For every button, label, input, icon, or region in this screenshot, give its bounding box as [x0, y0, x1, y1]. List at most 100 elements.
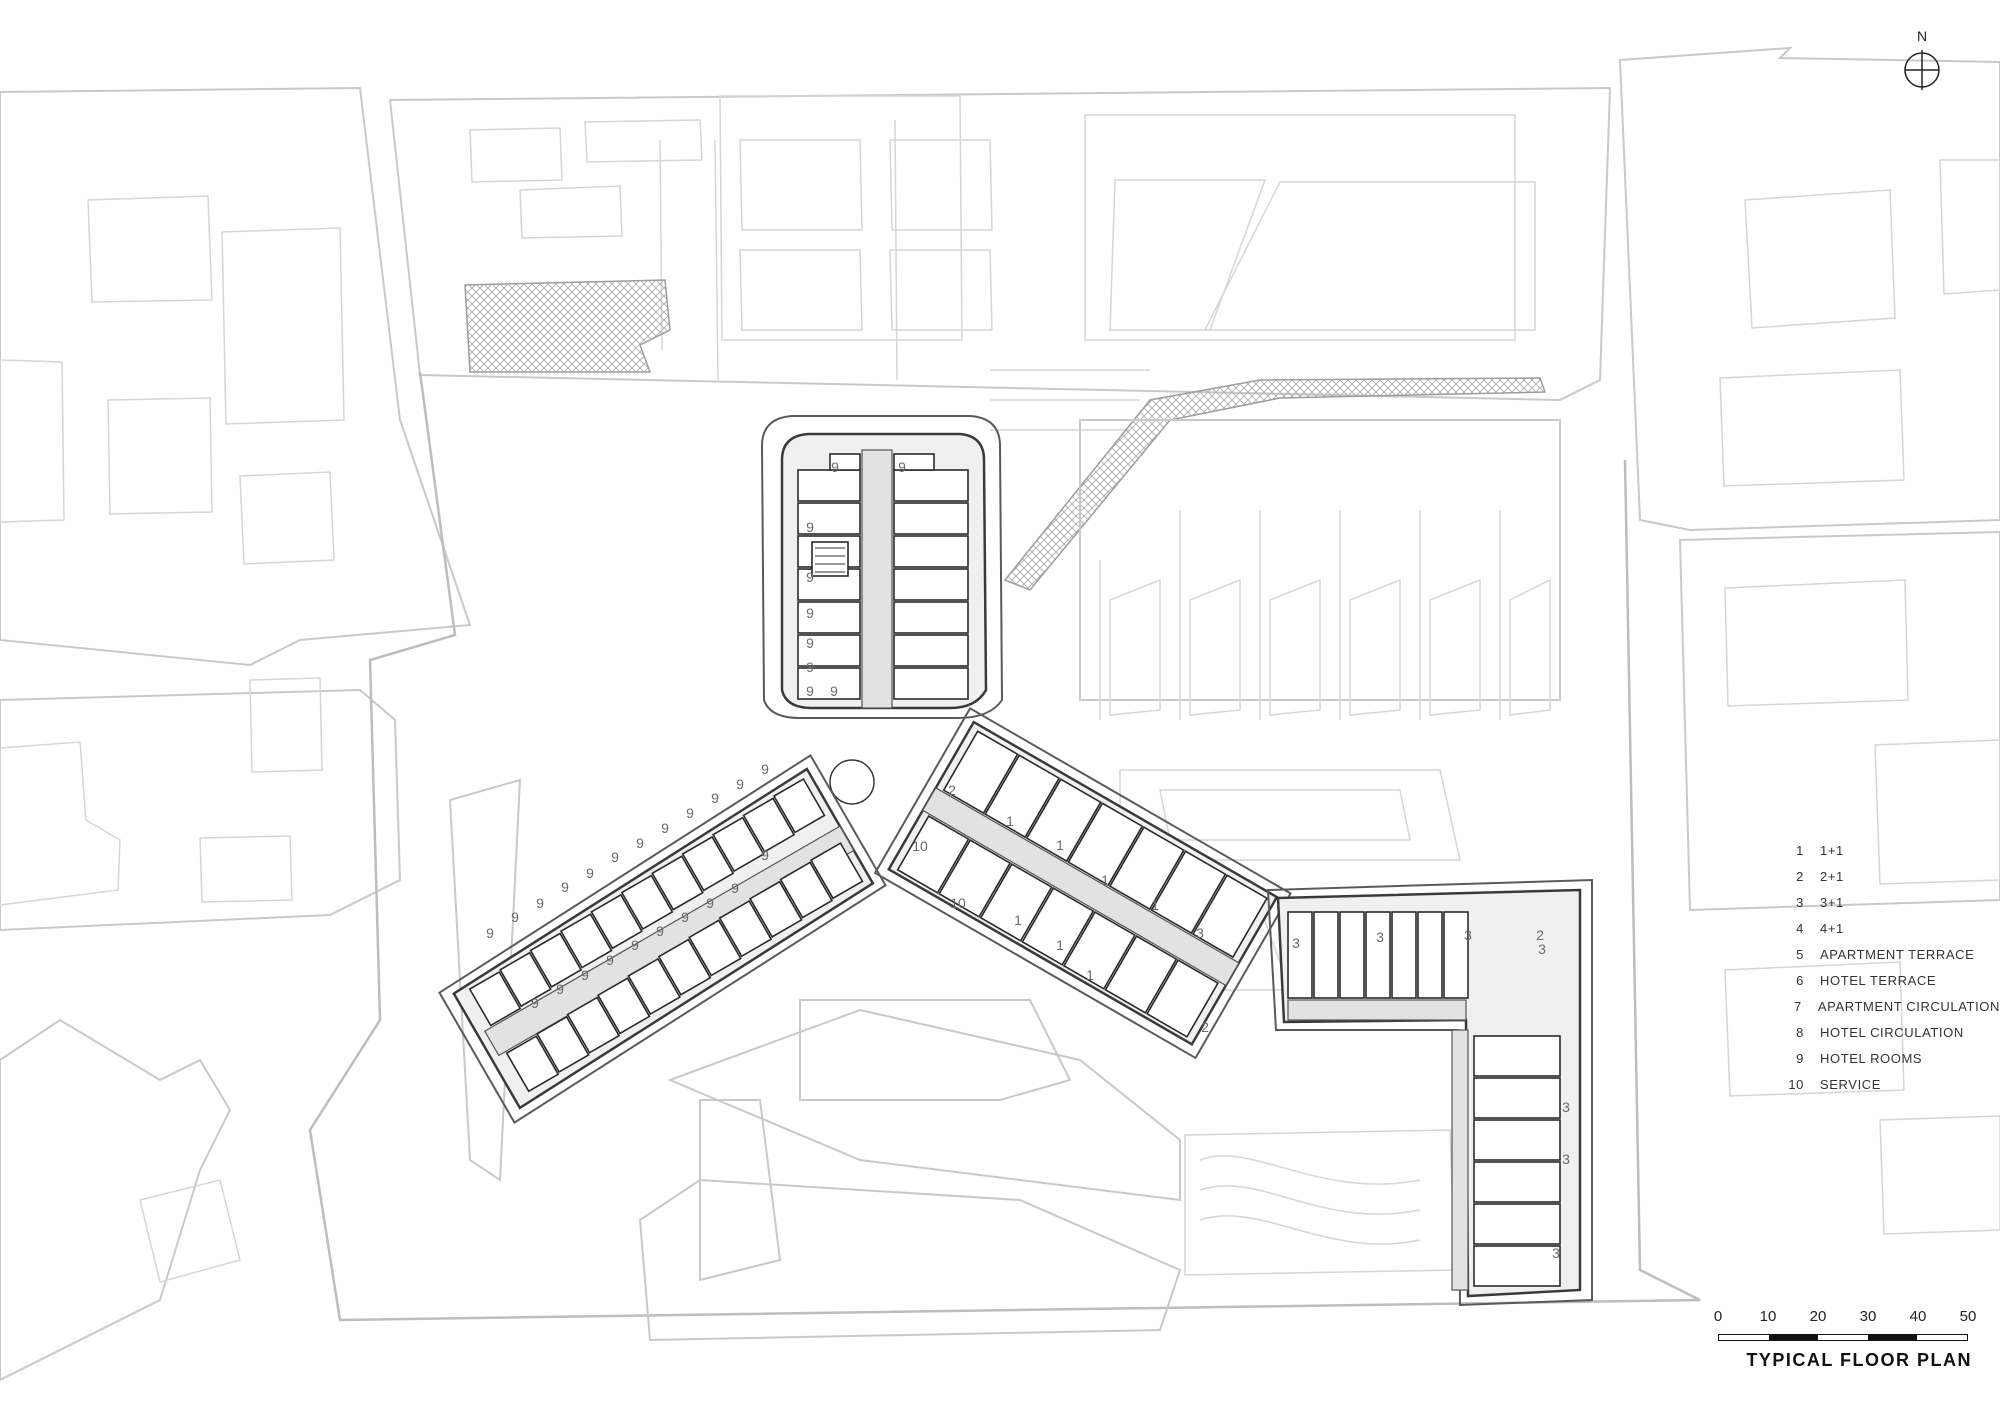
legend-item: 10 SERVICE	[1776, 1072, 2000, 1098]
room	[893, 568, 969, 601]
hatched-areas	[464, 279, 1547, 591]
legend-number: 2	[1796, 869, 1804, 884]
room	[620, 874, 674, 931]
legend-item: 3 3+1	[1776, 890, 2000, 916]
scale-bar-graphic	[1718, 1334, 1968, 1341]
unit-number-label: 3	[1562, 1099, 1570, 1115]
room	[590, 893, 643, 950]
north-arrow: N	[1894, 28, 1950, 98]
unit-number-label: 9	[806, 569, 814, 585]
room	[1473, 1245, 1561, 1287]
unit-number-label: 9	[661, 820, 669, 836]
unit-number-label: 9	[531, 995, 539, 1011]
room	[797, 601, 861, 634]
room	[1108, 826, 1185, 911]
unit-number-label: 3	[1552, 1245, 1560, 1261]
unit-number-label: 3	[1562, 1151, 1570, 1167]
legend-label: HOTEL TERRACE	[1820, 973, 1937, 988]
legend-number: 5	[1796, 947, 1804, 962]
unit-number-label: 9	[611, 849, 619, 865]
room	[893, 667, 969, 700]
legend-label: 1+1	[1820, 843, 1844, 858]
unit-number-label: 1	[1086, 967, 1094, 983]
unit-number-label: 9	[486, 925, 494, 941]
room	[1391, 911, 1417, 999]
room	[779, 861, 834, 919]
unit-number-label: 9	[631, 937, 639, 953]
legend-number: 4	[1796, 921, 1804, 936]
legend-number: 10	[1788, 1077, 1804, 1092]
room	[893, 453, 935, 471]
unit-number-label: 9	[806, 635, 814, 651]
unit-number-label: 10	[912, 838, 928, 854]
room	[979, 863, 1053, 942]
room	[1313, 911, 1339, 999]
unit-number-label: 9	[636, 835, 644, 851]
room	[893, 535, 969, 568]
legend-number: 3	[1796, 895, 1804, 910]
legend-label: HOTEL ROOMS	[1820, 1051, 1923, 1066]
room	[772, 777, 826, 834]
unit-number-label: 9	[831, 459, 839, 475]
room	[651, 855, 704, 911]
unit-number-label: 9	[686, 805, 694, 821]
room	[938, 839, 1012, 918]
unit-number-label: 9	[898, 459, 906, 475]
unit-number-label: 9	[806, 683, 814, 699]
room	[893, 634, 969, 667]
room	[566, 996, 621, 1054]
room	[797, 469, 861, 502]
scale-tick-label: 10	[1759, 1308, 1777, 1325]
room	[505, 1035, 560, 1093]
unit-number-label: 9	[586, 865, 594, 881]
room	[1417, 911, 1443, 999]
unit-number-label: 9	[736, 776, 744, 792]
unit-number-label: 9	[761, 761, 769, 777]
room	[809, 842, 864, 900]
legend-label: SERVICE	[1820, 1077, 1882, 1092]
unit-number-label: 9	[581, 967, 589, 983]
north-label: N	[1916, 28, 1928, 44]
unit-number-label: 1	[1056, 937, 1064, 953]
legend-number: 8	[1796, 1025, 1804, 1040]
scale-tick-label: 50	[1959, 1308, 1977, 1325]
room	[1473, 1035, 1561, 1077]
row-houses	[1079, 419, 1561, 720]
unit-number-label: 9	[511, 909, 519, 925]
room	[797, 502, 861, 535]
unit-number-label: 2	[1201, 1019, 1209, 1035]
unit-number-label: 9	[606, 952, 614, 968]
unit-number-label: 1	[1014, 912, 1022, 928]
room	[1473, 1203, 1561, 1245]
room	[1150, 850, 1227, 935]
legend-label: APARTMENT CIRCULATION	[1817, 999, 2000, 1014]
room	[1192, 874, 1269, 959]
legend-label: 3+1	[1820, 895, 1844, 910]
room	[1067, 802, 1144, 887]
unit-number-label: 9	[830, 683, 838, 699]
legend-item: 4 4+1	[1776, 916, 2000, 942]
room	[596, 977, 651, 1035]
room	[896, 815, 970, 894]
room	[1287, 911, 1313, 999]
unit-number-label: 9	[711, 790, 719, 806]
unit-number-label: 9	[656, 923, 664, 939]
legend-number: 1	[1796, 843, 1804, 858]
room	[1062, 911, 1136, 990]
room	[1104, 935, 1178, 1014]
room	[688, 919, 742, 977]
room	[829, 453, 861, 471]
room	[984, 754, 1061, 839]
south-block	[1266, 878, 1593, 1307]
west-wing	[438, 753, 887, 1124]
unit-number-label: 1	[1101, 872, 1109, 888]
unit-number-label: 3	[1538, 941, 1546, 957]
legend-label: 4+1	[1820, 921, 1844, 936]
scale-tick-label: 20	[1809, 1308, 1827, 1325]
context-buildings	[0, 46, 2000, 1382]
